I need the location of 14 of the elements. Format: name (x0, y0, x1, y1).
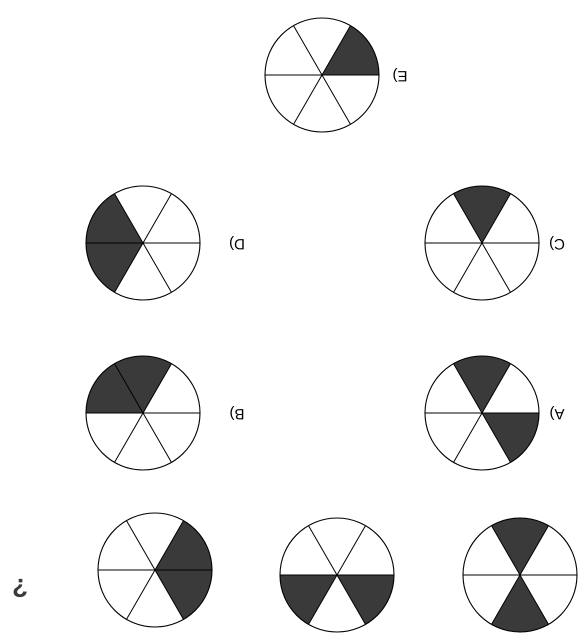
option-label: A) (550, 406, 564, 420)
sector-circle (462, 517, 578, 633)
sector-circle (97, 512, 213, 628)
sector-circle (264, 17, 380, 133)
option-label: C) (550, 236, 564, 250)
sector-circle (85, 185, 201, 301)
sector-circle (424, 185, 540, 301)
option-label: E) (393, 68, 406, 82)
option-label: B) (230, 406, 244, 420)
question-mark: ? (14, 578, 27, 598)
option-label: D) (230, 236, 244, 250)
sector-circle (279, 517, 395, 633)
sector-circle (424, 355, 540, 471)
sector-circle (85, 355, 201, 471)
